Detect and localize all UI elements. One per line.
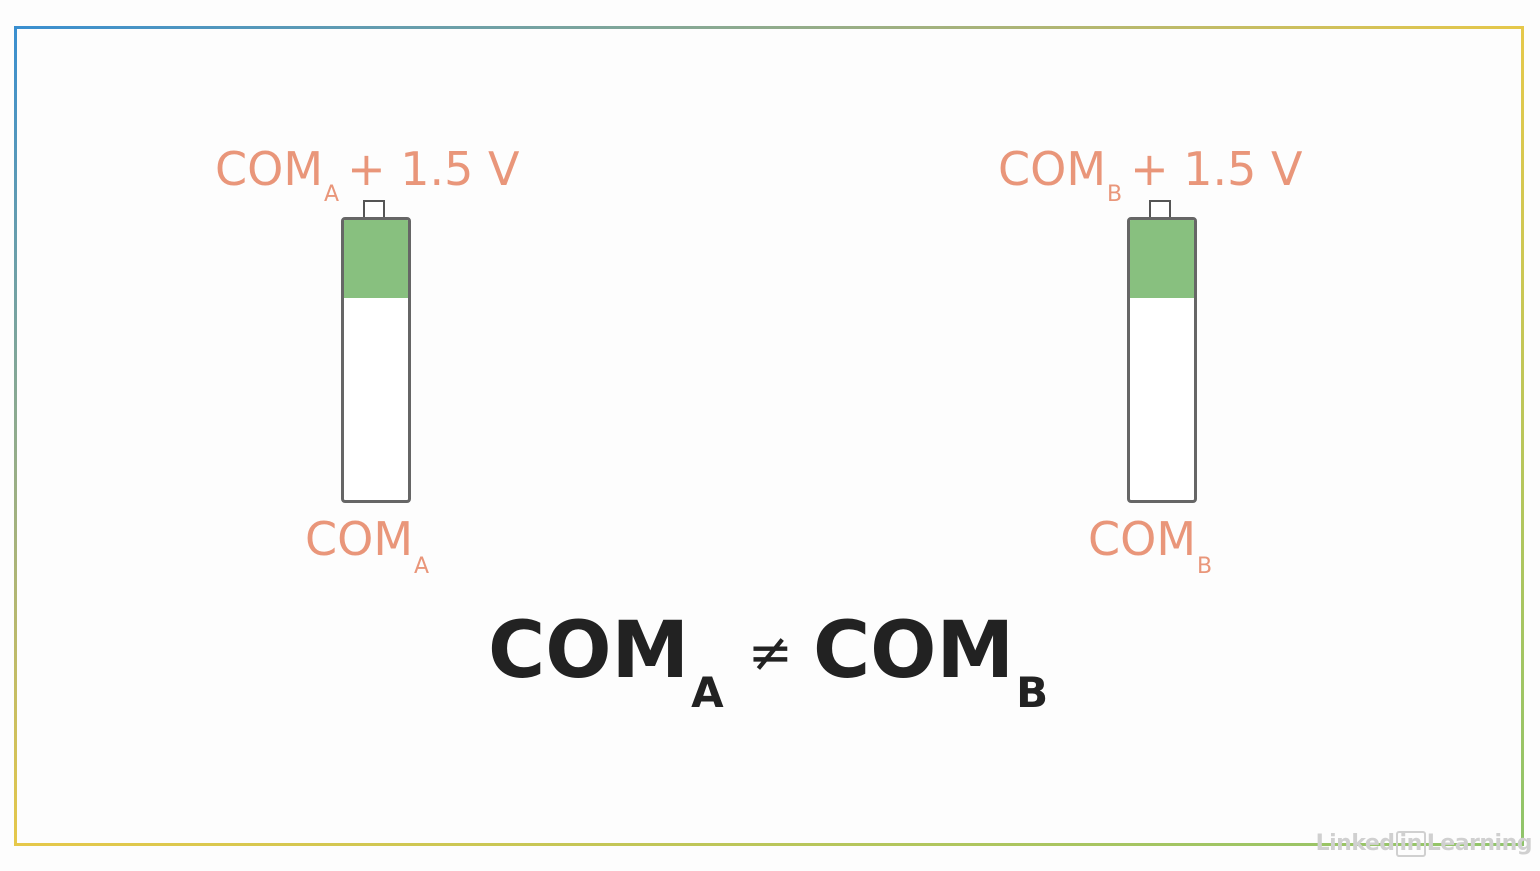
battery-b-ground-label: COMB xyxy=(1088,516,1212,578)
battery-terminal xyxy=(363,200,385,217)
equation-lhs-subscript: A xyxy=(691,668,724,717)
equation-rhs: COM xyxy=(812,606,1015,696)
battery-body xyxy=(341,217,411,503)
battery-a-ground-label: COMA xyxy=(305,516,429,578)
battery-terminal xyxy=(1149,200,1171,217)
battery-b xyxy=(1127,200,1197,504)
label-subscript: B xyxy=(1107,182,1123,207)
label-main: COM xyxy=(215,142,324,196)
label-main: COM xyxy=(998,142,1107,196)
equation-lhs: COM xyxy=(488,606,690,696)
battery-a-positive-label: COMA+ 1.5 V xyxy=(215,146,520,206)
label-subscript: A xyxy=(414,554,430,579)
battery-charge-fill xyxy=(344,220,408,299)
label-main: COM xyxy=(305,512,414,566)
inequality-equation: COMA≠COMB xyxy=(488,612,1048,714)
watermark-post: Learning xyxy=(1426,831,1533,856)
label-subscript: A xyxy=(324,182,340,207)
battery-body xyxy=(1127,217,1197,503)
battery-a xyxy=(341,200,411,504)
gradient-frame xyxy=(14,26,1524,846)
label-voltage: + 1.5 V xyxy=(1130,142,1303,196)
watermark-in-logo: in xyxy=(1395,831,1426,857)
battery-charge-fill xyxy=(1130,220,1194,299)
not-equal-operator: ≠ xyxy=(747,621,793,684)
label-subscript: B xyxy=(1197,554,1213,579)
watermark-pre: Linked xyxy=(1315,831,1395,856)
battery-b-positive-label: COMB+ 1.5 V xyxy=(998,146,1303,206)
label-main: COM xyxy=(1088,512,1197,566)
equation-rhs-subscript: B xyxy=(1016,668,1049,717)
label-voltage: + 1.5 V xyxy=(347,142,520,196)
